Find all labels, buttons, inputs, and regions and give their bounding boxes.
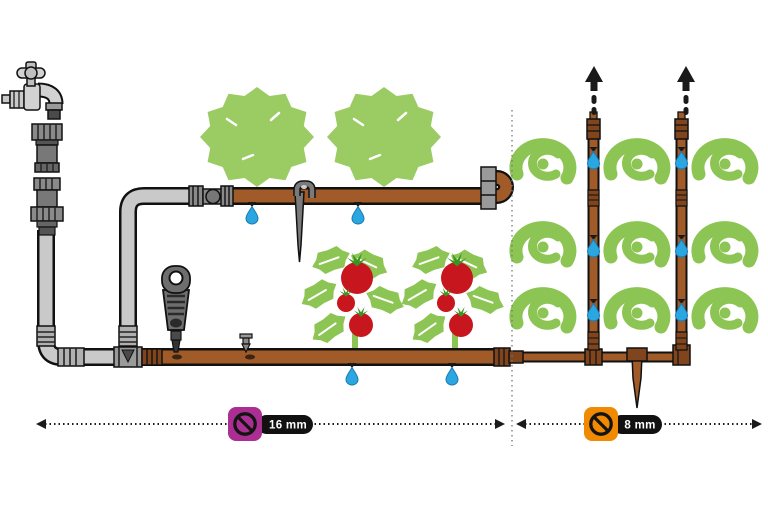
tomato-plant-icon	[296, 243, 408, 356]
inline-valve-icon	[188, 185, 234, 207]
riser-coupling-icon	[587, 189, 688, 351]
diameter-icon	[233, 412, 257, 436]
dim-arrow-right	[495, 419, 505, 429]
lettuce-bed	[516, 145, 752, 327]
lettuce-icon	[610, 228, 664, 261]
riser-top-fitting-icon	[586, 111, 601, 140]
punched-hole	[172, 354, 182, 360]
size-label-8mm: 8 mm	[624, 420, 655, 432]
dim-arrow-left	[36, 419, 46, 429]
end-cap-clamp-icon	[480, 166, 497, 210]
t-connector-icon	[626, 347, 648, 362]
flow-up-arrow-icon	[677, 66, 695, 115]
pipe-plug-icon	[239, 333, 253, 354]
size-pill-16mm	[257, 415, 313, 434]
size-badge-16mm	[228, 407, 262, 441]
lettuce-icon	[698, 294, 752, 327]
dim-arrow-left	[516, 419, 526, 429]
flow-up-arrow-icon	[585, 66, 603, 115]
pipe-16mm-bottom	[140, 348, 503, 366]
punched-hole	[245, 354, 255, 360]
pipe-connector-icon	[141, 348, 163, 366]
lettuce-icon	[516, 145, 570, 178]
dimension-16mm: 16 mm	[36, 407, 505, 441]
hose-coupling-icon	[36, 325, 56, 347]
dimension-8mm: 8 mm	[516, 407, 762, 441]
size-badge-8mm	[584, 407, 618, 441]
tomato-plant-icon	[396, 243, 508, 356]
diameter-icon	[589, 412, 613, 436]
hose-coupling-icon	[57, 347, 85, 367]
size-pill-8mm	[612, 415, 662, 434]
pipe-stake-icon	[293, 180, 316, 263]
pressure-reducer-icon	[30, 177, 64, 236]
lettuce-icon	[698, 145, 752, 178]
lettuce-icon	[610, 145, 664, 178]
reducer-connector-icon	[493, 347, 524, 367]
hole-punch-tool-icon	[161, 265, 191, 353]
t-connector-icon	[584, 348, 603, 366]
water-drop-icon	[445, 367, 459, 386]
tap-connector-unit-icon	[31, 123, 63, 173]
bush-row	[198, 85, 443, 189]
size-label-16mm: 16 mm	[269, 420, 307, 432]
bush-icon	[198, 85, 316, 189]
lettuce-icon	[698, 228, 752, 261]
tomato-row	[296, 243, 508, 356]
lettuce-icon	[516, 228, 570, 261]
hose-coupling-icon	[118, 325, 138, 347]
t-connector-icon	[113, 346, 143, 368]
water-drop-icon	[345, 367, 359, 386]
lettuce-icon	[516, 294, 570, 327]
water-drop-icon	[245, 206, 259, 225]
lettuce-icon	[610, 294, 664, 327]
pipe-fittings	[36, 111, 691, 368]
water-drop-icon	[351, 206, 365, 225]
riser-top-fitting-icon	[674, 111, 689, 140]
pipe-16mm-top	[222, 166, 514, 210]
dim-arrow-right	[752, 419, 762, 429]
drip-spike-icon	[631, 354, 643, 409]
bush-icon	[325, 85, 443, 189]
garden-tap-icon	[1, 61, 64, 120]
